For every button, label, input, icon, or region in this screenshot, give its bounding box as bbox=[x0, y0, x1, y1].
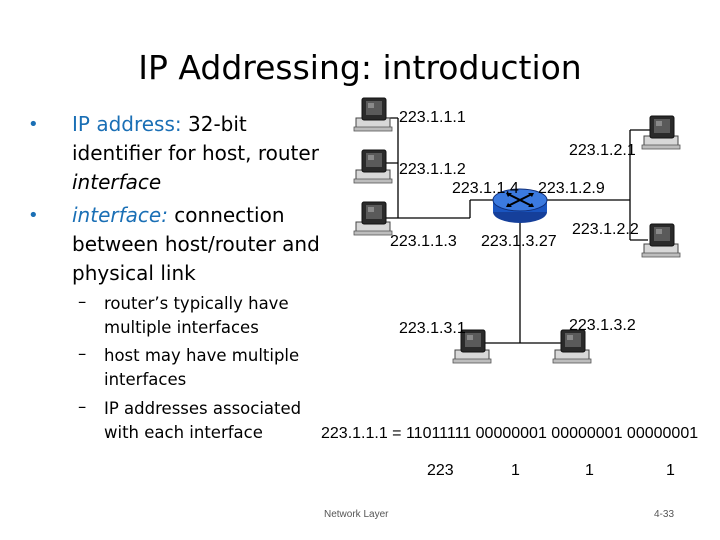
host-computer-icon bbox=[353, 149, 393, 184]
ip-label-h4: 223.1.2.1 bbox=[569, 142, 636, 159]
bullet-text: physical link bbox=[72, 261, 196, 285]
slide-title: IP Addressing: introduction bbox=[138, 48, 582, 87]
sub-bullet-dash-icon: – bbox=[78, 292, 87, 311]
ip-label-h7: 223.1.3.2 bbox=[569, 317, 636, 334]
bullet-text: between host/router and bbox=[72, 232, 320, 256]
sub-bullet-text: interfaces bbox=[104, 370, 187, 389]
footer-section: Network Layer bbox=[324, 509, 389, 520]
ip-label-r2: 223.1.2.9 bbox=[538, 180, 605, 197]
sub-bullet-text: multiple interfaces bbox=[104, 318, 259, 337]
host-computer-icon bbox=[641, 115, 681, 150]
subnet-2-links bbox=[546, 129, 650, 241]
sub-bullet-text: IP addresses associated bbox=[104, 399, 302, 418]
ip-label-h1: 223.1.1.1 bbox=[399, 109, 466, 126]
router-icon bbox=[492, 188, 548, 223]
ip-label-h3: 223.1.1.3 bbox=[390, 233, 457, 250]
octet-label: 1 bbox=[511, 462, 520, 479]
sub-bullet-dash-icon: – bbox=[78, 344, 87, 363]
subnet-3-links bbox=[472, 215, 572, 344]
octet-label: 223 bbox=[427, 462, 454, 479]
bullet-term: interface: bbox=[72, 203, 168, 227]
bullet-term: IP address: bbox=[72, 112, 182, 136]
binary-equation: 223.1.1.1 = 11011111 00000001 00000001 0… bbox=[321, 425, 699, 442]
octet-label: 1 bbox=[585, 462, 594, 479]
sub-bullet-dash-icon: – bbox=[78, 397, 87, 416]
ip-label-h2: 223.1.1.2 bbox=[399, 161, 466, 178]
ip-label-h5: 223.1.2.2 bbox=[572, 221, 639, 238]
bullet-dot-icon: • bbox=[28, 205, 39, 226]
bullet-text: interface bbox=[72, 170, 162, 194]
host-computer-icon bbox=[353, 97, 393, 132]
sub-bullet-text: with each interface bbox=[104, 423, 263, 442]
bullet-text: identifier for host, router bbox=[72, 141, 319, 165]
ip-label-r3: 223.1.3.27 bbox=[481, 233, 557, 250]
sub-bullet-text: host may have multiple bbox=[104, 346, 300, 365]
page-number: 4-33 bbox=[654, 509, 675, 520]
octet-label: 1 bbox=[666, 462, 675, 479]
ip-label-r1: 223.1.1.4 bbox=[452, 180, 519, 197]
ip-label-h6: 223.1.3.1 bbox=[399, 320, 466, 337]
bullet-dot-icon: • bbox=[28, 114, 39, 135]
sub-bullet-text: router’s typically have bbox=[104, 294, 289, 313]
bullet-text: 32-bit bbox=[181, 112, 247, 136]
bullet-text: connection bbox=[167, 203, 285, 227]
host-computer-icon bbox=[353, 201, 393, 236]
